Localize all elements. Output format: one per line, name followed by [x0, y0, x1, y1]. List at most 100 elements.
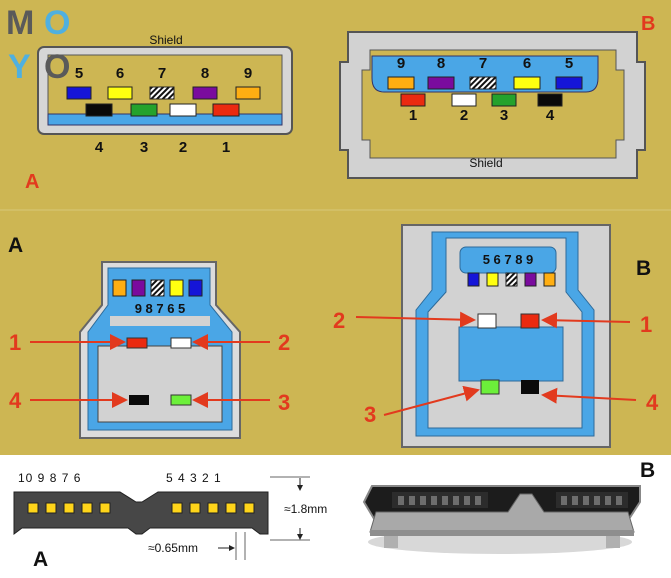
pin-2-contact: [170, 337, 192, 349]
typeb-neck: [110, 316, 210, 326]
typeb-socket-pin-tab: [543, 272, 556, 287]
callout-1: 1: [9, 330, 21, 355]
typea-socket-pin-3: [130, 103, 158, 117]
photo-contact: [475, 496, 481, 505]
pin-1-contact: [520, 313, 540, 329]
typea-socket-pin-number-3: 3: [140, 139, 148, 156]
photo-contact: [583, 496, 589, 505]
typea-plug-pin-7: [469, 76, 497, 90]
socket-center-block: [458, 326, 564, 382]
micro-b-pin: [243, 502, 255, 514]
photo-base-plate: [370, 530, 634, 536]
height-dimension: ≈1.8mm: [284, 502, 327, 516]
photo-contact: [398, 496, 404, 505]
typea-plug-pin-9: [387, 76, 415, 90]
typea-plug-pin-number-9: 9: [397, 55, 405, 72]
photo-left-leg: [384, 536, 398, 548]
section-label-a-bottom: A: [33, 548, 48, 571]
logo-letter-y: Y: [8, 48, 31, 84]
typea-socket-pin-8: [192, 86, 218, 100]
typeb-socket-pin-tab: [505, 272, 518, 287]
photo-contact: [431, 496, 437, 505]
typea-socket-pin-number-1: 1: [222, 139, 230, 156]
section-label-b-bottom: B: [640, 459, 655, 482]
typea-socket-pin-6: [107, 86, 133, 100]
typea-plug-pin-number-1: 1: [409, 107, 417, 124]
typeb-plug-pin-tab: [169, 279, 184, 297]
micro-b-pin: [225, 502, 237, 514]
typeb-plug-pin-tab: [150, 279, 165, 297]
typea-plug-pin-number-3: 3: [500, 107, 508, 124]
typeb-lower-cavity: [97, 345, 223, 423]
photo-contact: [420, 496, 426, 505]
photo-contact: [594, 496, 600, 505]
typea-socket-pin-7: [149, 86, 175, 100]
typea-socket-pin-5: [66, 86, 92, 100]
arrow-3: [383, 385, 480, 416]
section-label-b: B: [641, 13, 655, 35]
photo-right-leg: [606, 536, 620, 548]
section-label-b-mid: B: [636, 257, 651, 280]
photo-contact: [616, 496, 622, 505]
photo-left-slot: [392, 492, 488, 508]
typea-socket-pin-number-5: 5: [75, 65, 83, 82]
micro-b-pin: [207, 502, 219, 514]
photo-contact: [605, 496, 611, 505]
pin-row-label: 5 6 7 8 9: [483, 252, 534, 267]
callout-1: 1: [640, 312, 652, 337]
typea-socket-pin-number-9: 9: [244, 65, 252, 82]
arrow-1: [541, 312, 631, 329]
typeb-plug-pin-tab: [188, 279, 203, 297]
typea-plug-pin-number-5: 5: [565, 55, 573, 72]
typea-plug-pin-number-8: 8: [437, 55, 445, 72]
shield-label: Shield: [469, 156, 502, 170]
callout-3: 3: [278, 390, 290, 415]
micro-b-pin: [189, 502, 201, 514]
section-label-a: A: [25, 171, 39, 193]
callout-2: 2: [333, 308, 345, 333]
micro-b-pin: [45, 502, 57, 514]
typea-plug-pin-number-6: 6: [523, 55, 531, 72]
micro-b-pin: [27, 502, 39, 514]
pin-row-label: 9 8 7 6 5: [135, 301, 186, 316]
callout-4: 4: [9, 388, 22, 413]
shield-label: Shield: [149, 33, 182, 47]
photo-contact: [561, 496, 567, 505]
arrow-2: [355, 311, 476, 328]
type-b-plug-diagram: A 9 8 7 6 5 1 2 4 3: [8, 234, 290, 439]
photo-contact: [464, 496, 470, 505]
typeb-socket-pin-tab: [486, 272, 499, 287]
typea-plug-pin-2: [451, 93, 477, 107]
typea-socket-pin-1: [212, 103, 240, 117]
micro-b-body: [13, 491, 269, 535]
pin-3-contact: [480, 379, 500, 395]
micro-b-drawing: 10 9 8 7 6 5 4 3 2 1 ≈0.65mm ≈1.8mm A: [13, 471, 327, 571]
typeb-socket-pin-tab: [467, 272, 480, 287]
photo-contact: [442, 496, 448, 505]
micro-b-photo: B: [362, 459, 655, 554]
typea-socket-pin-number-6: 6: [116, 65, 124, 82]
micro-b-pin: [99, 502, 111, 514]
typea-socket-pin-number-2: 2: [179, 139, 187, 156]
typea-socket-pin-number-7: 7: [158, 65, 166, 82]
micro-b-pin: [63, 502, 75, 514]
logo-letter-o2: O: [44, 48, 70, 84]
micro-b-pin: [81, 502, 93, 514]
typea-plug-pin-1: [400, 93, 426, 107]
typeb-socket-pin-tab: [524, 272, 537, 287]
typea-plug-pin-number-2: 2: [460, 107, 468, 124]
callout-2: 2: [278, 330, 290, 355]
photo-contact: [572, 496, 578, 505]
right-pin-group-label: 5 4 3 2 1: [166, 471, 222, 485]
photo-contact: [453, 496, 459, 505]
typea-plug-pin-4: [537, 93, 563, 107]
type-a-tongue: [47, 113, 283, 126]
photo-contact: [409, 496, 415, 505]
typea-plug-pin-6: [513, 76, 541, 90]
logo-letter-m: M: [6, 4, 34, 42]
type-b-socket-diagram: B 5 6 7 8 9 2 1 3 4: [333, 224, 659, 448]
